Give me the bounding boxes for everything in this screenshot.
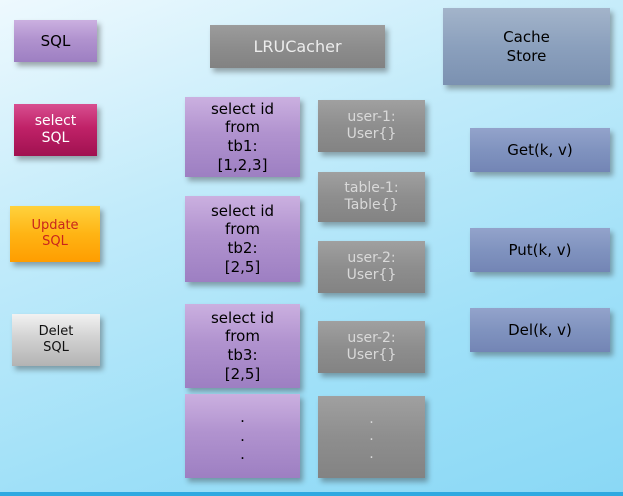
sql-node: SQL	[14, 20, 97, 62]
cache-value-node-user1: user-1: User{}	[318, 100, 425, 152]
del-op-node: Del(k, v)	[470, 308, 610, 352]
query-node-more: . . .	[185, 394, 300, 478]
update-sql-node: Update SQL	[10, 206, 100, 262]
get-op-node: Get(k, v)	[470, 128, 610, 172]
cache-value-node-user2b: user-2: User{}	[318, 321, 425, 373]
put-op-node: Put(k, v)	[470, 228, 610, 272]
query-node-tb2: select id from tb2: [2,5]	[185, 196, 300, 282]
query-node-tb3: select id from tb3: [2,5]	[185, 304, 300, 388]
query-node-tb1: select id from tb1: [1,2,3]	[185, 97, 300, 177]
delete-sql-node: Delet SQL	[12, 314, 100, 366]
select-sql-node: select SQL	[14, 104, 97, 156]
cache-store-node: Cache Store	[443, 8, 610, 85]
cache-value-node-table1: table-1: Table{}	[318, 172, 425, 222]
lrucacher-node: LRUCacher	[210, 25, 385, 68]
cache-value-node-user2a: user-2: User{}	[318, 241, 425, 293]
cache-value-node-more: . . .	[318, 396, 425, 478]
